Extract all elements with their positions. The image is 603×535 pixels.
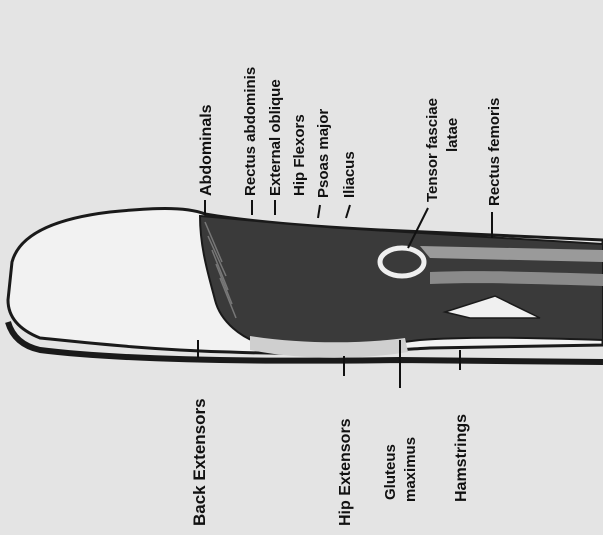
label-abdominals: Abdominals [198, 104, 215, 196]
label-tensor-fasciae-line1: Tensor fasciae [424, 98, 441, 202]
label-external-oblique: External oblique [267, 79, 284, 196]
label-back-extensors: Back Extensors [190, 398, 209, 526]
label-hip-extensors: Hip Extensors [337, 418, 354, 526]
label-tensor-fasciae-line2: latae [444, 118, 461, 152]
label-hip-flexors: Hip Flexors [291, 114, 308, 196]
label-rectus-abdominis: Rectus abdominis [242, 67, 259, 196]
label-iliacus: Iliacus [341, 151, 358, 198]
label-gluteus-maximus-line1: Gluteus [382, 444, 399, 500]
label-hamstrings: Hamstrings [453, 414, 470, 502]
label-rectus-femoris: Rectus femoris [486, 98, 503, 206]
label-gluteus-maximus-line2: maximus [402, 437, 419, 502]
label-psoas-major: Psoas major [315, 109, 332, 198]
